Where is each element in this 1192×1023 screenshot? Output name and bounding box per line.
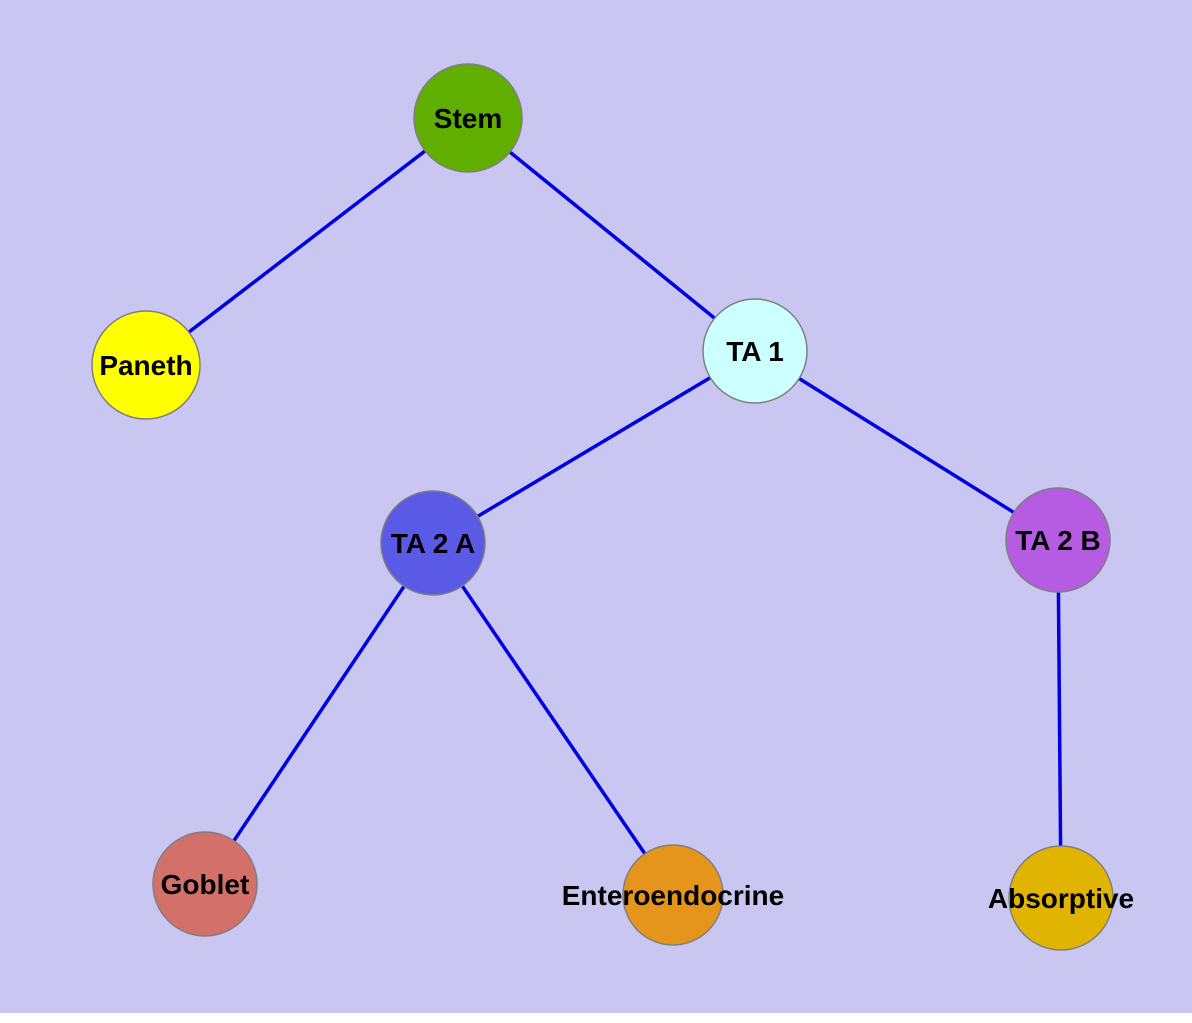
edge-ta-1-to-ta-2-b <box>753 349 1060 542</box>
edge-ta-2-b-to-absorptive <box>1056 538 1063 900</box>
node-paneth[interactable]: Paneth <box>91 310 201 420</box>
node-circle-ta-2-a[interactable] <box>380 490 486 596</box>
edge-stem-to-ta-1 <box>466 116 757 353</box>
edge-stem-to-paneth <box>144 116 470 367</box>
edge-ta-2-a-to-enteroendocrine <box>431 541 675 897</box>
node-circle-paneth[interactable] <box>91 310 201 420</box>
node-circle-enteroendocrine[interactable] <box>622 844 724 946</box>
node-circle-ta-2-b[interactable] <box>1005 487 1111 593</box>
node-circle-absorptive[interactable] <box>1008 845 1114 951</box>
node-circle-ta-1[interactable] <box>702 298 808 404</box>
edges-layer <box>144 116 1063 900</box>
node-circle-stem[interactable] <box>413 63 523 173</box>
node-stem[interactable]: Stem <box>413 63 523 173</box>
node-ta-2-b[interactable]: TA 2 B <box>1005 487 1111 593</box>
node-circle-goblet[interactable] <box>152 831 258 937</box>
edge-ta-2-a-to-goblet <box>203 541 435 886</box>
node-ta-1[interactable]: TA 1 <box>702 298 808 404</box>
edge-ta-1-to-ta-2-a <box>431 349 757 545</box>
node-ta-2-a[interactable]: TA 2 A <box>380 490 486 596</box>
node-goblet[interactable]: Goblet <box>152 831 258 937</box>
